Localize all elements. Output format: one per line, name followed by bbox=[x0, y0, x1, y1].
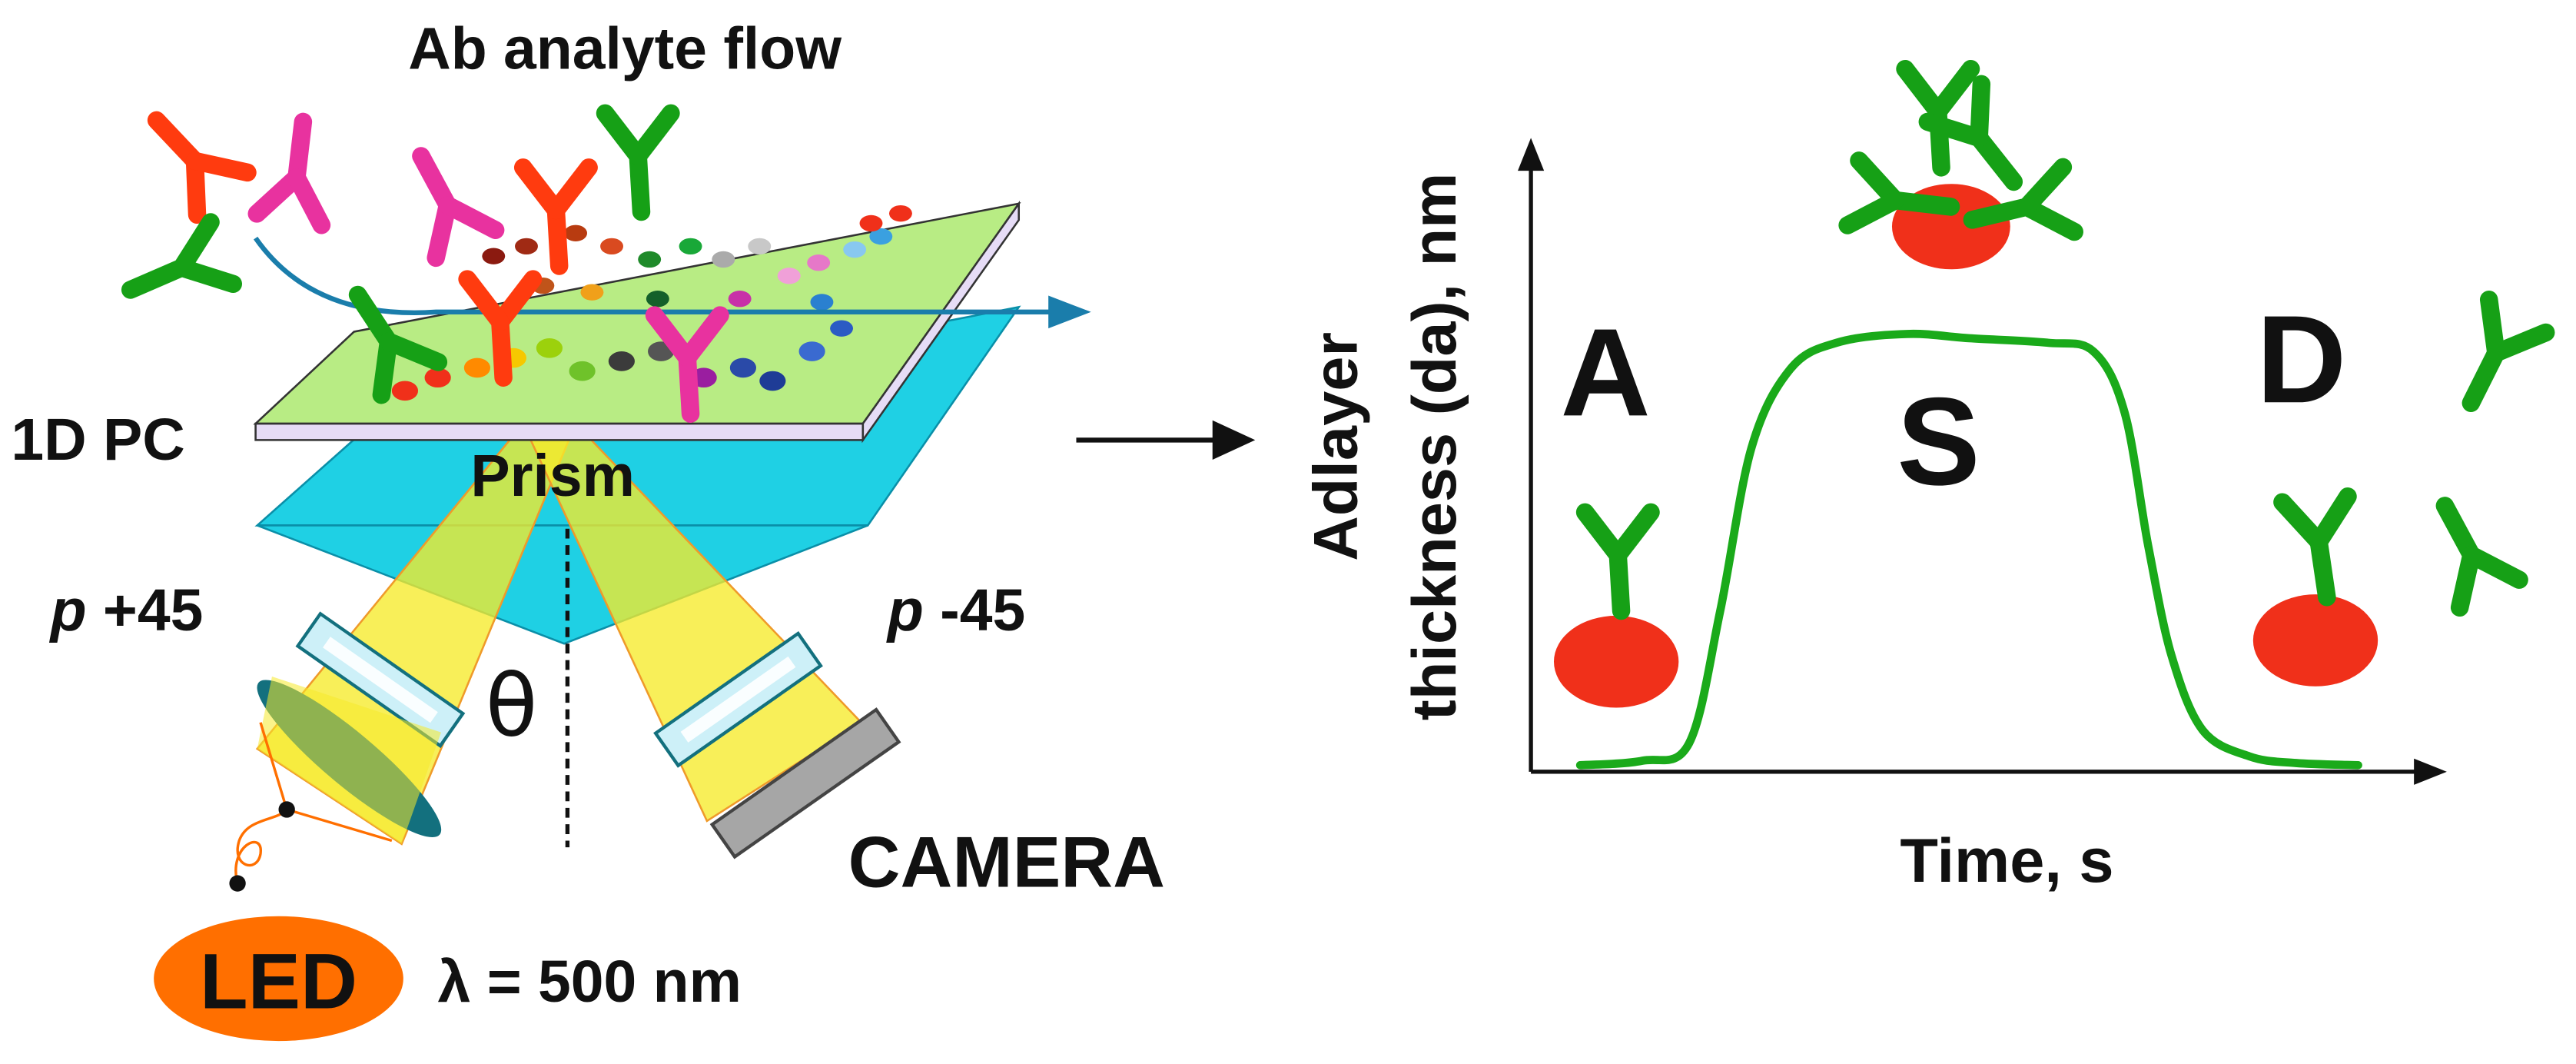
association-illustration bbox=[1554, 512, 1679, 708]
camera-sensor bbox=[709, 707, 901, 860]
led-label: LED bbox=[200, 936, 357, 1025]
prism-label: Prism bbox=[470, 443, 635, 509]
binding-curve bbox=[1575, 329, 2362, 770]
antibody-icon bbox=[134, 97, 247, 214]
phase-dissociation-label: D bbox=[2256, 290, 2346, 429]
antibody-icon bbox=[394, 141, 496, 258]
output-polarizer bbox=[653, 630, 823, 768]
axes bbox=[1518, 138, 2447, 785]
wavelength-label: λ = 500 nm bbox=[438, 949, 742, 1015]
flow-label: Ab analyte flow bbox=[408, 16, 842, 82]
dissociation-illustration bbox=[2252, 300, 2546, 687]
optical-setup: LED λ = 500 nm Ab analyte flow 1D PC Pri… bbox=[11, 16, 1165, 1042]
y-axis-label-line2: thickness (da), nm bbox=[1400, 173, 1469, 721]
angle-label: θ bbox=[486, 657, 538, 756]
camera-label: CAMERA bbox=[848, 821, 1165, 902]
binding-plot: Adlayer thickness (da), nm Time, s A S D bbox=[1302, 69, 2546, 896]
led-source: LED bbox=[154, 916, 403, 1042]
lens-beam-overlay bbox=[257, 676, 441, 844]
antibody-icon bbox=[606, 113, 671, 211]
antibody-icon bbox=[2418, 490, 2520, 607]
antibody-icon bbox=[2282, 497, 2356, 600]
receptor-spot bbox=[2252, 594, 2378, 687]
x-axis-label: Time, s bbox=[1900, 826, 2113, 896]
y-axis-label-line1: Adlayer bbox=[1302, 332, 1371, 561]
receptor-spot bbox=[1554, 615, 1679, 708]
steady-state-illustration bbox=[1847, 69, 2074, 270]
antibody-icon bbox=[257, 117, 338, 225]
antibody-icon bbox=[118, 222, 234, 318]
input-polarization-label: p+45 bbox=[49, 577, 204, 643]
optical-fiber bbox=[229, 722, 393, 892]
phase-steady-label: S bbox=[1897, 372, 1980, 511]
antibody-icon bbox=[2440, 300, 2546, 418]
chip-label: 1D PC bbox=[11, 407, 184, 473]
phase-association-label: A bbox=[1561, 303, 1651, 442]
output-polarization-label: p-45 bbox=[886, 577, 1025, 643]
process-arrow bbox=[1076, 420, 1256, 461]
input-polarizer bbox=[295, 611, 466, 749]
antibody-icon bbox=[1585, 512, 1651, 610]
spot-array bbox=[391, 204, 912, 401]
flow-arrow bbox=[253, 236, 1091, 329]
